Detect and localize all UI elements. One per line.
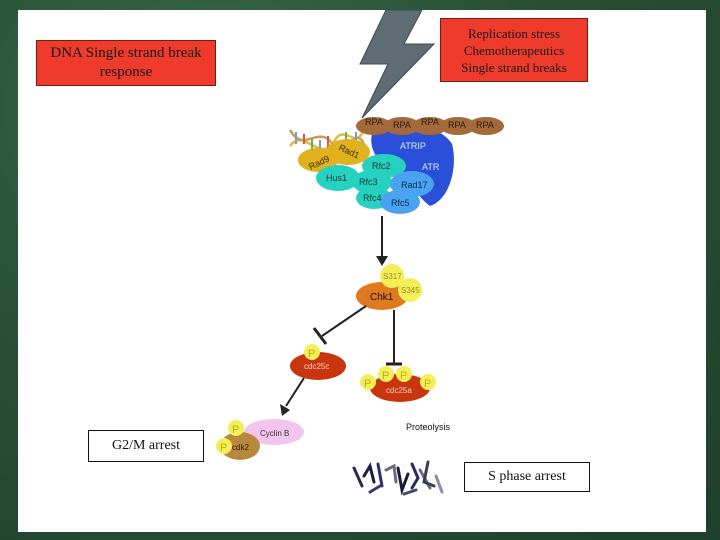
cdc25c-phospho-label: P [308, 348, 315, 360]
rfc3-protein [352, 170, 392, 194]
inhibit-cdc25c-line [321, 305, 367, 337]
rad1-protein [326, 139, 370, 165]
atr-label: ATR [422, 162, 440, 172]
arrow-cdc25c-to-g2m [285, 377, 305, 407]
cdk2-phospho-2 [216, 438, 232, 454]
cdc25a-phospho-1-label: P [364, 378, 371, 390]
cdk2-phospho-1-label: P [232, 424, 239, 436]
cdc25a-phospho-1 [360, 374, 376, 390]
atrip-label: ATRIP [400, 141, 426, 151]
cdc25a-phospho-4-label: P [424, 378, 431, 390]
rpa-label-3: RPA [421, 117, 439, 127]
stress-box: Replication stress Chemotherapeutics Sin… [440, 18, 588, 82]
lightning-bolt-icon [359, 9, 436, 119]
rpa-label-2: RPA [393, 120, 411, 130]
stress-line-1: Replication stress [467, 25, 561, 41]
cyclin-b-label: Cyclin B [260, 429, 289, 438]
chk1-protein [356, 282, 408, 310]
cdk2-phospho-1 [228, 420, 244, 436]
rad17-label: Rad17 [401, 180, 428, 190]
rfc5-label: Rfc5 [391, 198, 410, 208]
cyclin-b-protein [244, 419, 304, 445]
rpa-label-4: RPA [448, 120, 466, 130]
g2m-arrest-label: G2/M arrest [111, 438, 181, 453]
arrowhead-g2m [280, 404, 290, 416]
rfc4-label: Rfc4 [363, 193, 382, 203]
cdc25c-phospho [304, 344, 320, 360]
s-phase-arrest-label: S phase arrest [488, 469, 566, 484]
cdc25a-phospho-4 [420, 374, 436, 390]
chk1-label: Chk1 [370, 292, 394, 303]
stress-line-3: Single strand breaks [461, 59, 567, 75]
hus1-protein [316, 165, 360, 191]
cdk2-protein [220, 432, 260, 460]
cdc25a-phospho-3-label: P [400, 370, 407, 382]
arrowhead-chk1 [376, 256, 388, 266]
cdc25a-phospho-2 [378, 366, 394, 382]
hus1-label: Hus1 [326, 173, 347, 183]
rfc3-label: Rfc3 [359, 177, 378, 187]
chk1-s317-site [380, 264, 404, 288]
cdk2-label: cdk2 [232, 443, 249, 452]
cdc25a-phospho-2-label: P [382, 370, 389, 382]
cdk2-phospho-2-label: P [220, 442, 227, 454]
rfc2-label: Rfc2 [372, 161, 391, 171]
chk1-s317-label: S317 [383, 272, 402, 281]
inhibit-cdc25c-bar [312, 327, 328, 345]
cdc25c-label: cdc25c [304, 362, 329, 371]
s-phase-arrest-box: S phase arrest [464, 462, 590, 492]
chk1-s345-site [398, 278, 422, 302]
ssb-response-label: DNA Single strand break response [50, 45, 202, 80]
cdc25a-phospho-3 [396, 366, 412, 382]
cdc25c-protein [290, 352, 346, 380]
rpa-strand [356, 117, 504, 135]
rpa-label-1: RPA [365, 117, 383, 127]
degraded-protein-fragments-icon [352, 460, 444, 496]
g2m-arrest-box: G2/M arrest [88, 430, 204, 462]
atrip-protein [372, 132, 452, 160]
ssb-response-box: DNA Single strand break response [36, 40, 216, 86]
rpa-label-5: RPA [476, 120, 494, 130]
chk1-s345-label: S345 [401, 286, 420, 295]
proteolysis-label: Proteolysis [406, 422, 451, 432]
stress-line-2: Chemotherapeutics [463, 42, 565, 58]
cdc25a-label: cdc25a [386, 386, 412, 395]
rad17-protein [390, 171, 434, 197]
